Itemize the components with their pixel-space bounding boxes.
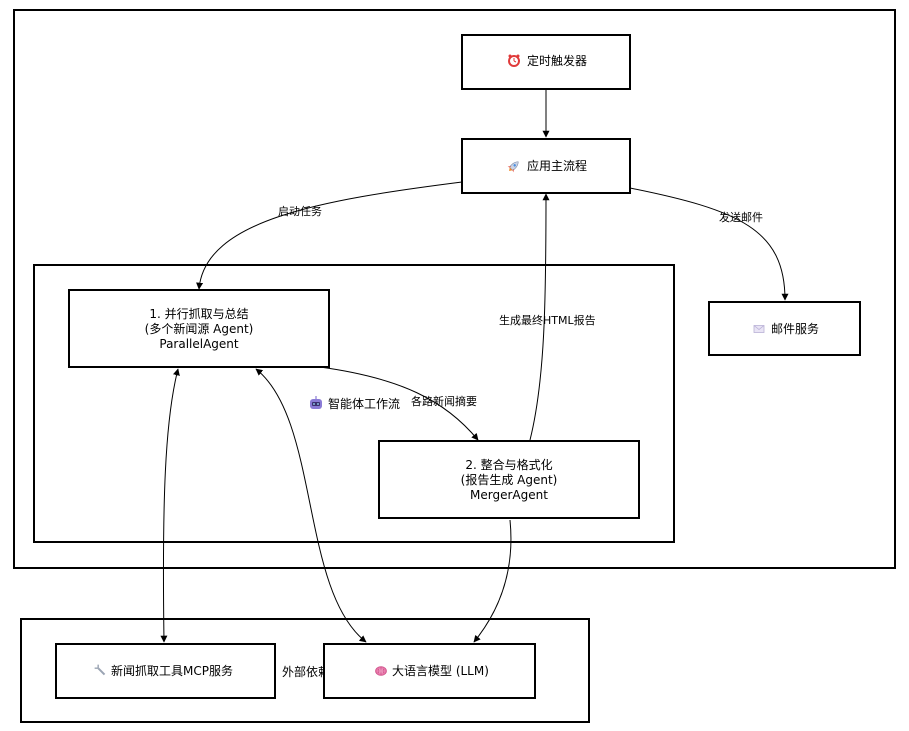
- envelope-icon: [753, 325, 765, 333]
- node-timer-label: 定时触发器: [527, 53, 587, 68]
- system-frame: [13, 9, 896, 569]
- workflow-group-label: 智能体工作流: [328, 396, 400, 411]
- edge-merger-to-app: [529, 193, 550, 441]
- node-merger-agent: 2. 整合与格式化 (报告生成 Agent) MergerAgent: [378, 440, 640, 519]
- brain-icon: [375, 666, 387, 676]
- edge-label-final-report: 生成最终HTML报告: [499, 313, 596, 327]
- wrench-icon: [94, 664, 106, 676]
- external-group-label: 外部依赖: [282, 664, 330, 679]
- node-parallel-line1: 1. 并行抓取与总结: [149, 307, 248, 321]
- edge-label-news-summaries: 各路新闻摘要: [411, 394, 477, 408]
- edge-parallel-llm: [255, 368, 367, 643]
- node-parallel-agent: 1. 并行抓取与总结 (多个新闻源 Agent) ParallelAgent: [68, 289, 330, 368]
- rocket-icon: [507, 161, 519, 173]
- edge-app-to-parallel: [196, 181, 463, 290]
- node-app-main-label: 应用主流程: [527, 158, 587, 173]
- node-news-tool-label: 新闻抓取工具MCP服务: [111, 663, 233, 678]
- node-llm: 大语言模型 (LLM): [323, 643, 536, 699]
- node-mail-label: 邮件服务: [771, 321, 819, 336]
- node-mail: 邮件服务: [708, 301, 861, 356]
- edge-merger-to-llm: [473, 519, 512, 643]
- edge-parallel-news-tool: [160, 368, 180, 643]
- node-parallel-line2: (多个新闻源 Agent): [145, 321, 254, 336]
- edge-label-start-task: 启动任务: [278, 205, 322, 218]
- node-merger-line3: MergerAgent: [470, 488, 548, 502]
- edge-app-to-mail: [629, 187, 789, 301]
- alarm-clock-icon: [508, 54, 520, 67]
- node-timer: 定时触发器: [461, 34, 631, 90]
- node-merger-line2: (报告生成 Agent): [461, 472, 558, 487]
- node-app-main: 应用主流程: [461, 138, 631, 194]
- node-merger-line1: 2. 整合与格式化: [465, 457, 552, 472]
- node-news-tool: 新闻抓取工具MCP服务: [55, 643, 276, 699]
- robot-icon: [310, 396, 322, 409]
- node-parallel-line3: ParallelAgent: [159, 337, 239, 351]
- workflow-group-title: 智能体工作流: [310, 396, 400, 411]
- edge-label-send-mail: 发送邮件: [719, 210, 763, 224]
- node-llm-label: 大语言模型 (LLM): [392, 664, 489, 678]
